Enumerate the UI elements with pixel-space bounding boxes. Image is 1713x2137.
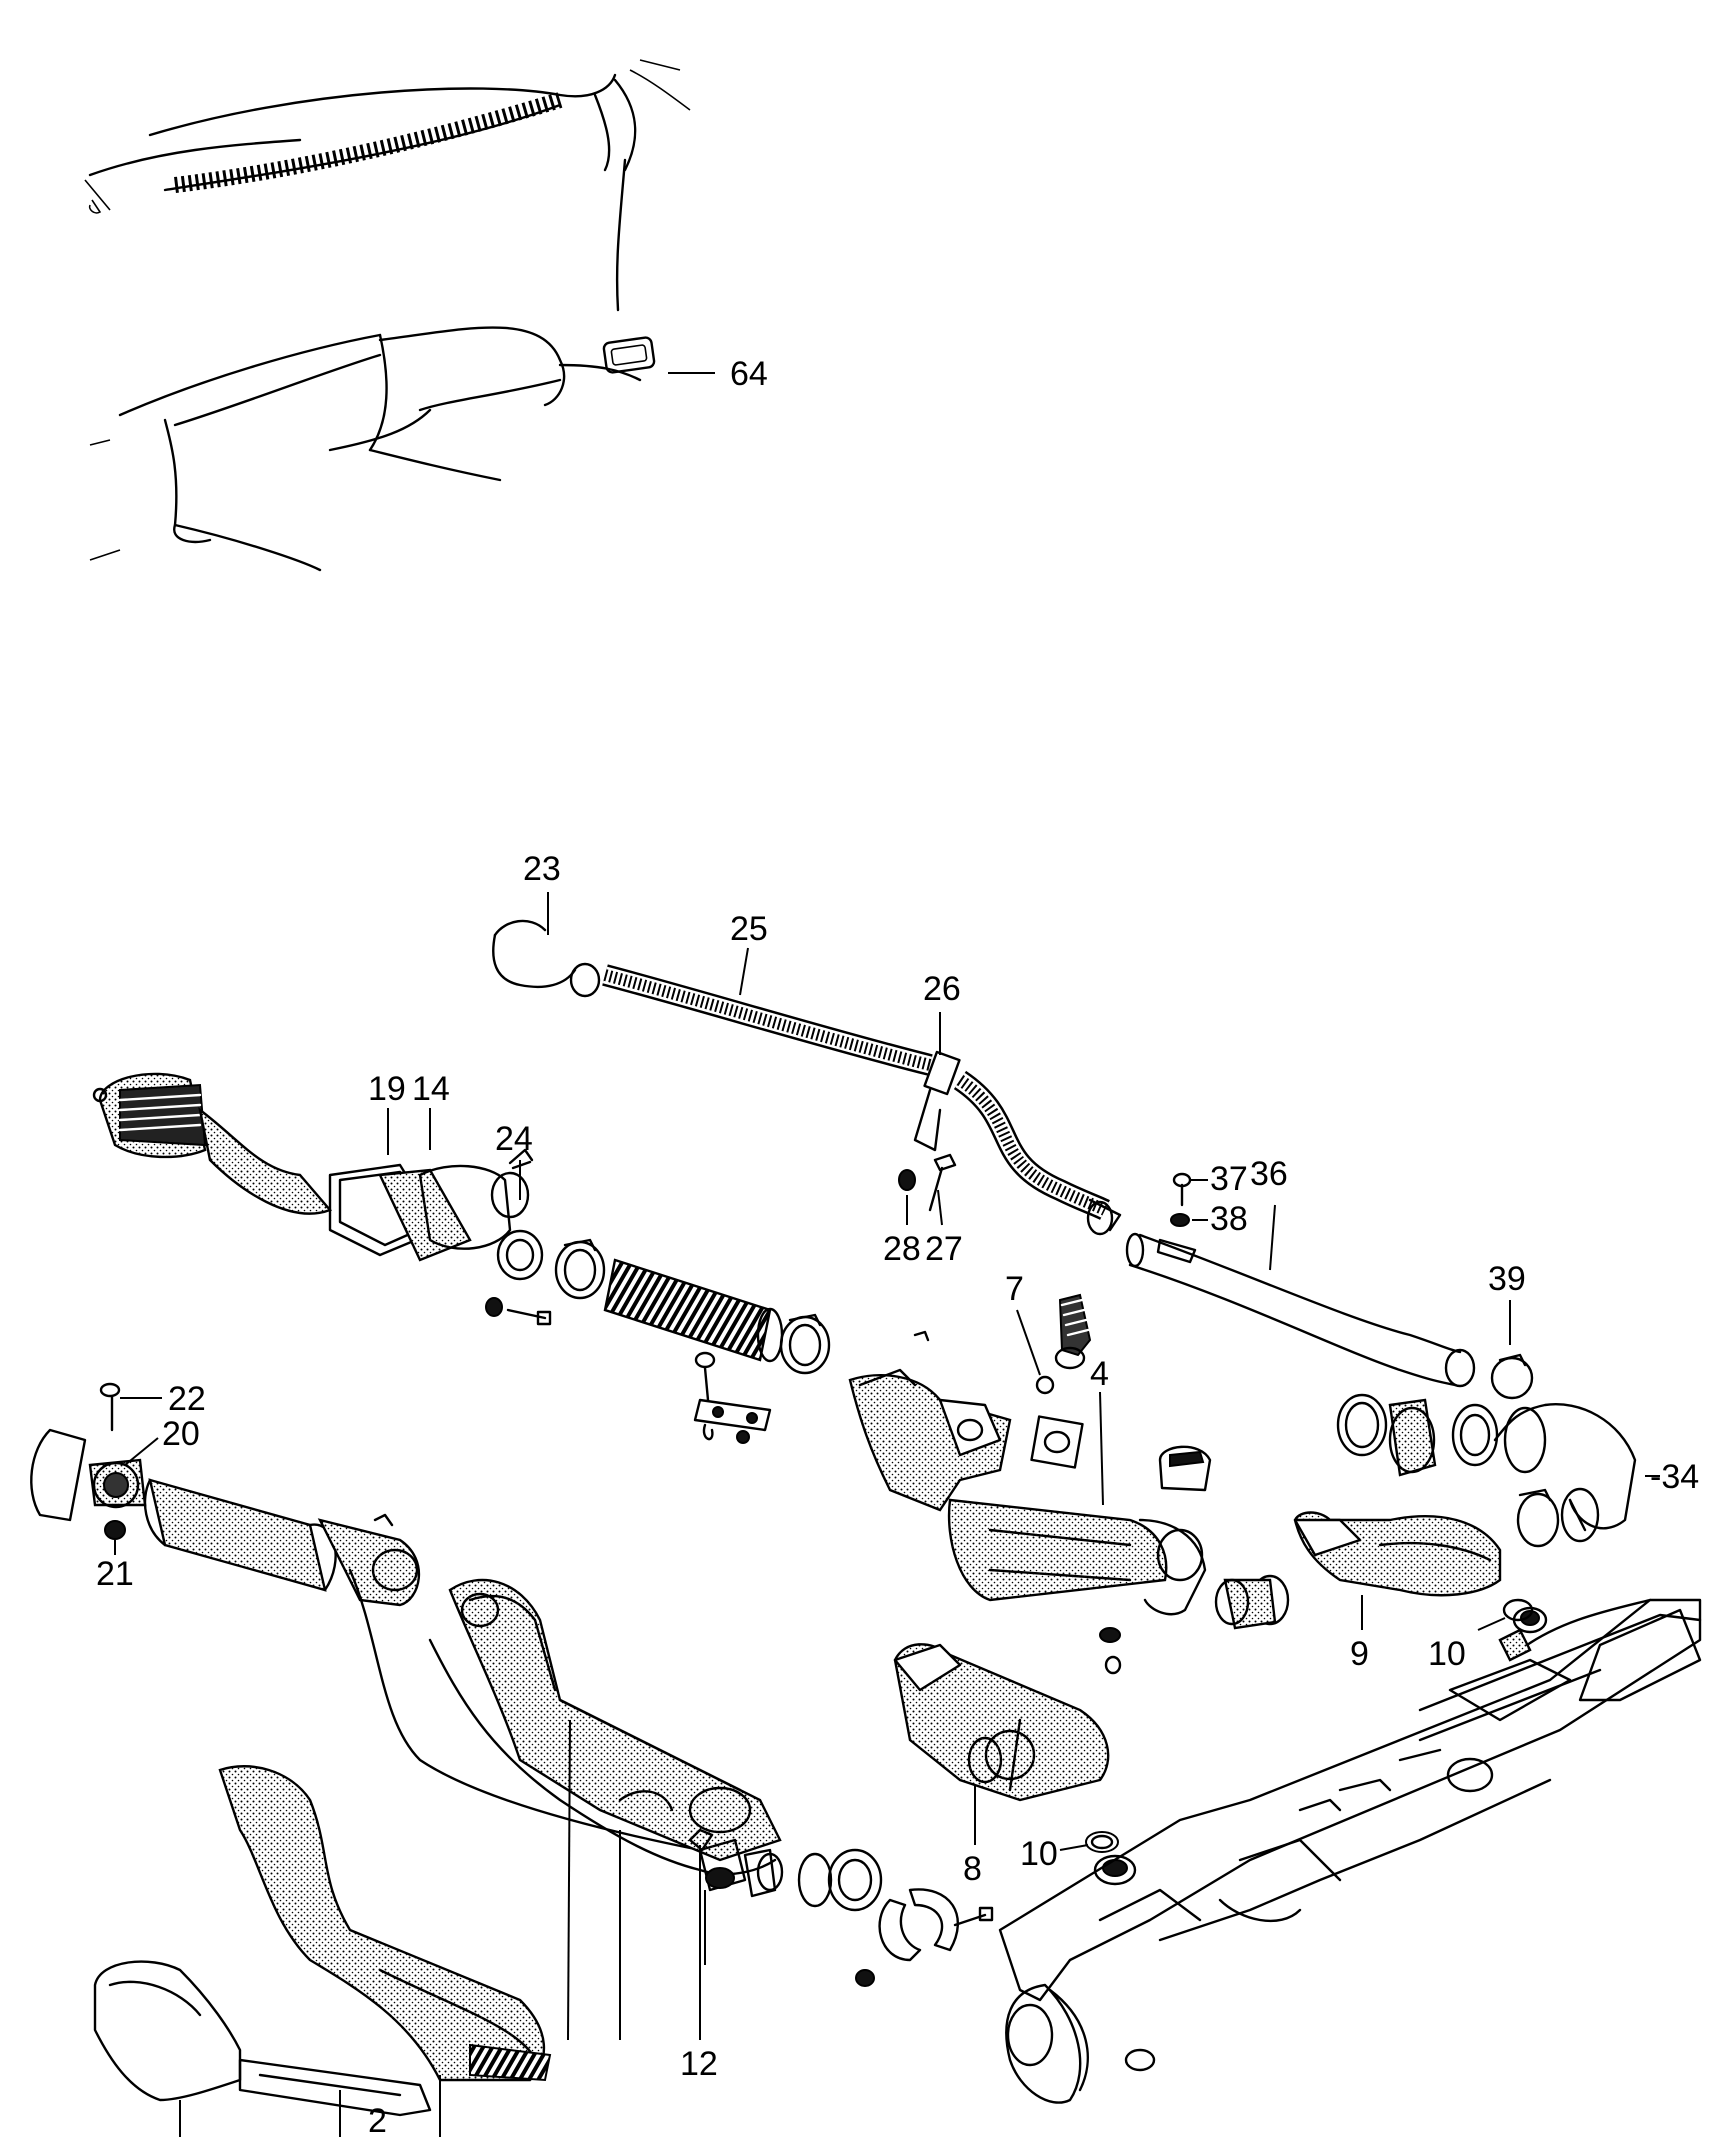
callout-38: 38	[1210, 1200, 1248, 1238]
right-connectors	[1336, 1300, 1660, 1548]
main-muffler	[998, 1598, 1702, 2104]
callout-10-lower: 10	[1020, 1835, 1058, 1873]
callout-21: 21	[96, 1555, 134, 1593]
callout-26: 26	[923, 970, 961, 1008]
callout-9: 9	[1350, 1635, 1369, 1673]
gasket-10-lower	[1059, 1831, 1137, 1886]
callout-20: 20	[162, 1415, 200, 1453]
callout-64: 64	[730, 355, 768, 393]
callout-8: 8	[963, 1850, 982, 1888]
left-heat-exchanger	[30, 1382, 420, 1607]
bracket-12	[688, 1828, 714, 2040]
callout-28: 28	[883, 1230, 921, 1268]
vehicle-body-sketch	[84, 59, 715, 572]
callout-10-upper: 10	[1428, 1635, 1466, 1673]
callout-39: 39	[1488, 1260, 1526, 1298]
callout-27: 27	[925, 1230, 963, 1268]
heater-exchanger-shell	[348, 1568, 784, 2041]
connecting-tube-36	[1125, 1172, 1476, 1388]
callout-4: 4	[1090, 1355, 1109, 1393]
linkage-bracket	[693, 1351, 772, 1444]
callout-23: 23	[523, 850, 561, 888]
callout-36: 36	[1250, 1155, 1288, 1193]
callout-14: 14	[412, 1070, 450, 1108]
callout-19: 19	[368, 1070, 406, 1108]
clamp-and-ribbed-hose	[554, 1238, 831, 1375]
callout-22: 22	[168, 1380, 206, 1418]
lower-shrouds-2	[93, 1765, 552, 2137]
muffler-cover-9	[1293, 1511, 1502, 1630]
heater-blower-assembly	[92, 1072, 552, 1326]
bolt-27-28	[898, 1153, 957, 1226]
callout-37: 37	[1210, 1160, 1248, 1198]
gasket-10-upper	[1477, 1598, 1534, 1631]
callout-25: 25	[730, 910, 768, 948]
callout-2: 2	[368, 2102, 387, 2137]
heat-exchanger-4	[848, 1330, 1290, 1675]
callout-24: 24	[495, 1120, 533, 1158]
silencer-8	[893, 1643, 1110, 1845]
flexible-boot	[1016, 1293, 1092, 1395]
callout-34: -34	[1650, 1458, 1699, 1496]
callout-labels: 64 23 25 26 19 14 24 28 27 37 38 36 39 7…	[96, 355, 1699, 2137]
callout-12: 12	[680, 2045, 718, 2083]
callout-7: 7	[1005, 1270, 1024, 1308]
heater-hose-assembly	[492, 892, 1122, 1236]
seals-and-clamps	[797, 1848, 994, 1987]
